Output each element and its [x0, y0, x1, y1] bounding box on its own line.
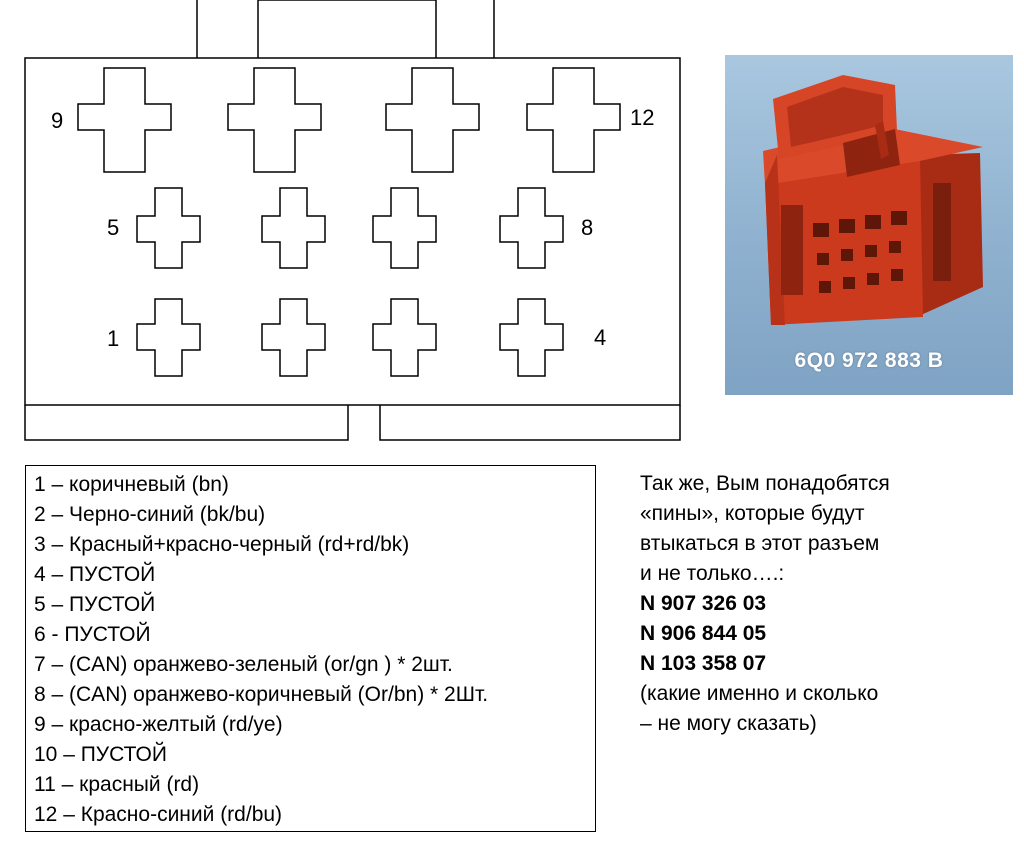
connector-bottom-tabs — [24, 405, 681, 441]
note-line: Так же, Вым понадобятся — [640, 472, 890, 495]
pin-cavity — [372, 187, 437, 269]
legend-item: 12 – Красно-синий (rd/bu) — [34, 803, 283, 826]
pin-cavity — [372, 298, 437, 377]
pin-part-number: N 906 844 05 — [640, 622, 767, 645]
note-line: (какие именно и сколько — [640, 682, 879, 705]
legend-item: 10 – ПУСТОЙ — [34, 743, 167, 766]
legend-item: 2 – Черно-синий (bk/bu) — [34, 503, 266, 526]
pin-label-12: 12 — [630, 105, 654, 130]
pin-cavity — [136, 187, 201, 269]
pins-note: Так же, Вым понадобятся «пины», которые … — [640, 469, 1020, 739]
pin-label-5: 5 — [107, 215, 119, 240]
pin-label-9: 9 — [51, 108, 63, 133]
pin-part-number: N 907 326 03 — [640, 592, 767, 615]
connector-body — [24, 57, 681, 406]
legend-item: 9 – красно-желтый (rd/ye) — [34, 713, 283, 736]
pin-part-number: N 103 358 07 — [640, 652, 767, 675]
pin-cavity — [136, 298, 201, 377]
pin-cavity-large — [526, 67, 621, 173]
note-line: и не только….: — [640, 562, 785, 585]
legend-item: 4 – ПУСТОЙ — [34, 563, 156, 586]
connector-latch — [196, 0, 495, 58]
pin-cavity — [499, 187, 564, 269]
pin-cavity — [499, 298, 564, 377]
connector-photo: 6Q0 972 883 B — [725, 55, 1013, 395]
legend-item: 3 – Красный+красно-черный (rd+rd/bk) — [34, 533, 410, 556]
connector-diagram: 9 12 5 8 1 4 — [24, 0, 681, 441]
legend-item: 11 – красный (rd) — [34, 773, 200, 796]
pin-cavity-large — [227, 67, 322, 173]
part-number-label: 6Q0 972 883 B — [794, 349, 944, 372]
legend-item: 7 – (CAN) оранжево-зеленый (or/gn ) * 2ш… — [34, 653, 453, 676]
wire-legend: 1 – коричневый (bn) 2 – Черно-синий (bk/… — [25, 465, 596, 832]
pin-label-8: 8 — [581, 215, 593, 240]
pin-cavity-large — [77, 67, 172, 173]
note-line: втыкаться в этот разъем — [640, 532, 880, 555]
pin-cavity-large — [385, 67, 480, 173]
legend-item: 5 – ПУСТОЙ — [34, 593, 156, 616]
connector-illustration — [763, 75, 983, 325]
legend-item: 6 - ПУСТОЙ — [34, 623, 151, 646]
note-line: – не могу сказать) — [640, 712, 817, 735]
pin-cavity — [261, 187, 326, 269]
note-line: «пины», которые будут — [640, 502, 865, 525]
pin-label-1: 1 — [107, 326, 119, 351]
pin-cavity — [261, 298, 326, 377]
pin-label-4: 4 — [594, 325, 606, 350]
legend-item: 8 – (CAN) оранжево-коричневый (Or/bn) * … — [34, 683, 489, 706]
legend-item: 1 – коричневый (bn) — [34, 473, 229, 496]
